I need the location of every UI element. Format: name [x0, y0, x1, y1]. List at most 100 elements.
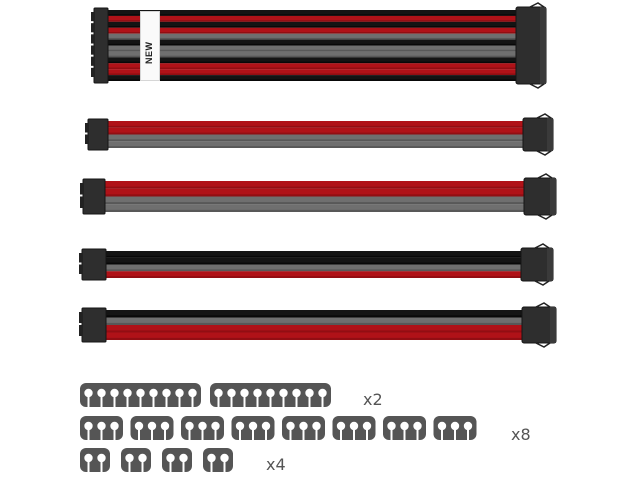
left-connector-pin [91, 34, 95, 44]
comb-6pin [80, 448, 110, 472]
comb-slot [318, 388, 327, 398]
wire-red [108, 127, 523, 135]
comb-slot [214, 388, 223, 398]
comb-slit [100, 460, 103, 472]
comb-slot [463, 421, 473, 431]
latch-top [537, 173, 553, 179]
comb-body [121, 448, 151, 472]
right-connector-face [540, 7, 546, 84]
wire-shade [105, 202, 524, 205]
left-connector-pin [91, 56, 95, 66]
wire-grey [108, 134, 523, 142]
comb-slit [138, 428, 140, 440]
comb-slot [413, 421, 422, 431]
comb-slit [113, 428, 116, 440]
comb-slit [165, 395, 168, 407]
comb-slit [87, 460, 90, 472]
comb-slot [160, 421, 170, 431]
comb-8pin [231, 416, 275, 440]
comb-slot [261, 421, 271, 431]
wire-shade [108, 26, 516, 28]
comb-slit [295, 395, 298, 407]
comb-slit [178, 395, 181, 407]
comb-slit [169, 460, 172, 472]
left-connector-pin [91, 12, 95, 22]
wire-black [106, 251, 521, 258]
wire-shade [106, 322, 522, 325]
wire-red [108, 63, 516, 70]
wire-grey [105, 204, 524, 212]
cable-24pin [91, 2, 547, 89]
comb-slot [207, 453, 216, 463]
comb-slot [336, 421, 346, 431]
comb-slot [211, 421, 220, 431]
left-connector-pin [79, 325, 83, 336]
left-connector-body [93, 7, 109, 84]
comb-24pin [80, 383, 201, 407]
left-connector-pin [85, 134, 89, 144]
comb-slot [97, 388, 106, 398]
wire-shade [106, 269, 521, 272]
latch-top [536, 113, 552, 119]
cable-8pin-b [80, 173, 557, 220]
wire-shade [108, 32, 516, 34]
left-connector-pin [91, 67, 95, 77]
comb-slot [166, 453, 175, 463]
comb-slot [188, 388, 197, 398]
comb-body [162, 448, 192, 472]
comb-slit [308, 395, 311, 407]
right-connector-face [547, 118, 553, 151]
comb-slit [128, 460, 131, 472]
comb-slot [312, 421, 321, 431]
comb-8pin [282, 416, 325, 440]
wire-red [106, 325, 522, 333]
left-connector-pin [79, 312, 83, 323]
comb-slot [134, 421, 144, 431]
comb-slot [162, 388, 171, 398]
comb-8pin [332, 416, 376, 440]
left-connector-body [81, 248, 107, 281]
comb-slot [400, 421, 409, 431]
right-connector [522, 113, 554, 156]
comb-slot [450, 421, 460, 431]
left-connector [91, 7, 109, 84]
wire-grey [108, 141, 523, 148]
latch-bottom [536, 150, 552, 156]
comb-slot [175, 388, 184, 398]
comb-slit [210, 460, 213, 472]
wire-black [106, 310, 522, 318]
comb-slit [441, 428, 443, 440]
left-connector-pin [79, 253, 83, 263]
right-connector [515, 2, 547, 89]
left-connector-body [82, 178, 106, 215]
wire-grey [108, 33, 516, 40]
wire-shade [106, 262, 521, 265]
comb-slit [164, 428, 166, 440]
comb-slit [302, 428, 305, 440]
comb-slot [248, 421, 258, 431]
comb-slit [100, 428, 103, 440]
latch-top [534, 243, 550, 249]
wire-red [108, 15, 516, 22]
wire-shade [106, 276, 521, 278]
latch-top [535, 302, 551, 308]
comb-8pin [181, 416, 224, 440]
wire-red [106, 271, 521, 278]
comb-slot [198, 421, 207, 431]
wire-red [105, 181, 524, 189]
comb-slot [136, 388, 145, 398]
left-connector-pin [85, 123, 89, 133]
comb-qty-row1: x2 [363, 390, 383, 409]
comb-slit [201, 428, 204, 440]
comb-slit [100, 395, 103, 407]
comb-8pin [433, 416, 477, 440]
left-connector [79, 307, 107, 343]
comb-24pin [210, 383, 331, 407]
wire-shade [108, 55, 516, 58]
comb-slot [179, 453, 188, 463]
comb-slot [147, 421, 157, 431]
comb-slit [87, 395, 90, 407]
comb-slot [286, 421, 295, 431]
comb-slit [214, 428, 217, 440]
